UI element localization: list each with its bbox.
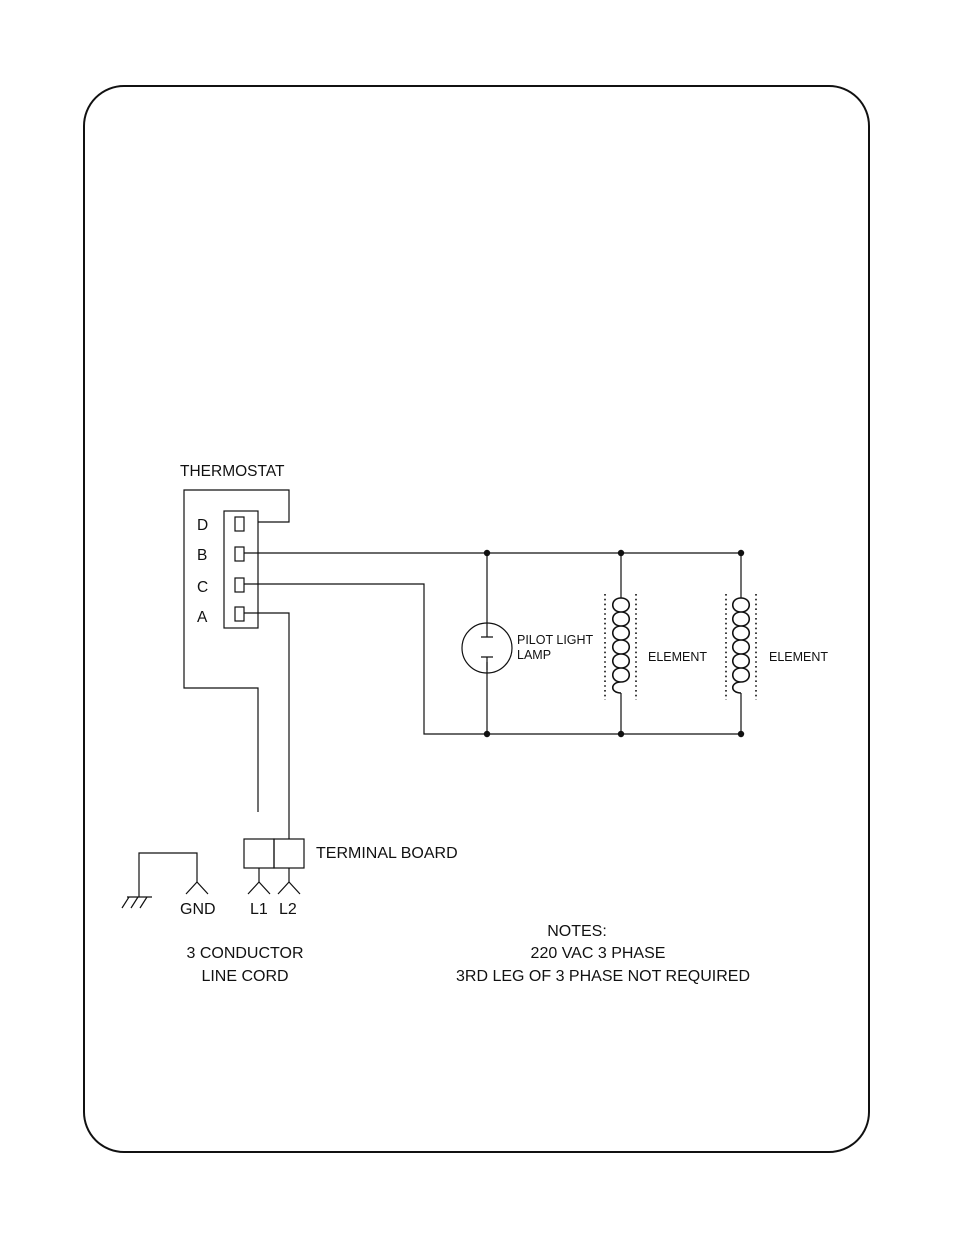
terminal-a	[234, 606, 245, 622]
terminal-label-b: B	[197, 547, 207, 564]
element-1-label: ELEMENT	[648, 650, 707, 664]
l1-label: L1	[250, 901, 268, 918]
notes: NOTES: 220 VAC 3 PHASE 3RD LEG OF 3 PHAS…	[456, 923, 750, 985]
terminal-b	[234, 546, 245, 562]
terminal-label-d: D	[197, 517, 208, 534]
l2-prong-icon	[277, 881, 301, 895]
wire-a-to-l2	[244, 612, 290, 839]
coil-icon	[611, 597, 631, 694]
terminal-label-c: C	[197, 579, 208, 596]
wire-c-bottom-bus	[244, 583, 741, 735]
pilot-lamp: PILOT LIGHT LAMP	[461, 553, 594, 734]
coil-icon	[731, 597, 751, 694]
terminal-board-cell-l2	[273, 838, 305, 869]
element-2-label: ELEMENT	[769, 650, 828, 664]
l1-prong-icon	[247, 881, 271, 895]
thermostat-terminal-strip	[223, 510, 259, 629]
notes-line-1: 220 VAC 3 PHASE	[531, 945, 666, 962]
terminal-board: TERMINAL BOARD	[243, 838, 458, 882]
line-cord: GND L1 L2 3 CONDUCTOR LINE CORD	[121, 852, 304, 985]
line-cord-caption-1: 3 CONDUCTOR	[186, 945, 303, 962]
wiring	[244, 549, 745, 839]
pilot-lamp-label-1: PILOT LIGHT	[517, 633, 594, 647]
pilot-lamp-label-2: LAMP	[517, 648, 551, 662]
notes-line-2: 3RD LEG OF 3 PHASE NOT REQUIRED	[456, 968, 750, 985]
terminal-c	[234, 577, 245, 593]
gnd-prong-icon	[185, 881, 209, 895]
terminal-board-cell-l1	[243, 838, 275, 869]
thermostat-housing	[183, 489, 290, 812]
terminal-d	[234, 516, 245, 532]
page-frame	[83, 85, 870, 1153]
thermostat-title: THERMOSTAT	[180, 463, 285, 480]
chassis-ground-icon	[121, 896, 152, 909]
heating-element-1: ELEMENT	[604, 553, 707, 734]
terminal-board-label: TERMINAL BOARD	[316, 845, 458, 862]
notes-heading: NOTES:	[547, 923, 607, 940]
lamp-icon	[461, 622, 513, 674]
line-cord-caption-2: LINE CORD	[201, 968, 288, 985]
terminal-label-a: A	[197, 609, 208, 626]
heating-element-2: ELEMENT	[725, 553, 828, 734]
gnd-label: GND	[180, 901, 216, 918]
thermostat: THERMOSTAT D B C A	[180, 463, 290, 812]
l2-label: L2	[279, 901, 297, 918]
